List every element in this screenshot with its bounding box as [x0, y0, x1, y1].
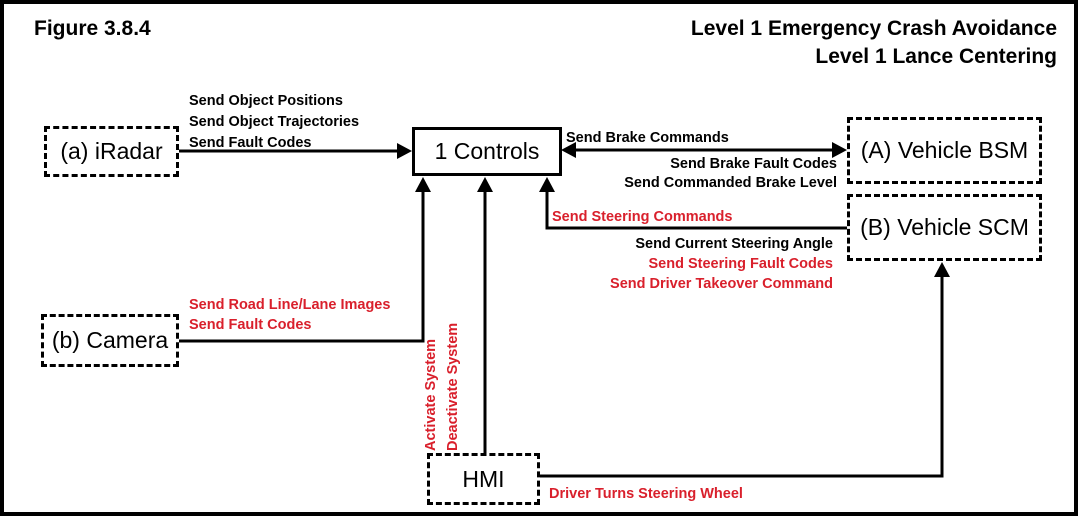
diagram-title-line1: Level 1 Emergency Crash Avoidance [690, 17, 1057, 40]
flow-label-send-commanded-brake-level: Send Commanded Brake Level [624, 175, 837, 191]
diagram-title: Level 1 Emergency Crash Avoidance Level … [691, 15, 1057, 71]
node-vehicle-scm: (B) Vehicle SCM [847, 194, 1042, 261]
diagram-title-line2: Level 1 Lance Centering [815, 45, 1057, 68]
arrow-controls-bsm [561, 142, 847, 158]
flow-label-send-fault-codes-radar: Send Fault Codes [189, 135, 312, 151]
arrow-hmi-to-controls [477, 177, 493, 453]
flow-label-send-steering-commands: Send Steering Commands [552, 209, 733, 225]
node-camera: (b) Camera [41, 314, 179, 367]
flow-label-send-object-trajectories: Send Object Trajectories [189, 114, 360, 130]
node-iradar-label: (a) iRadar [60, 138, 163, 164]
flow-label-send-brake-fault-codes: Send Brake Fault Codes [670, 156, 837, 172]
node-vehicle-scm-label: (B) Vehicle SCM [860, 214, 1029, 240]
node-controls-label: 1 Controls [434, 138, 540, 164]
node-vehicle-bsm-label: (A) Vehicle BSM [860, 137, 1029, 163]
node-hmi: HMI [427, 453, 540, 505]
flow-label-send-driver-takeover-command: Send Driver Takeover Command [610, 276, 833, 292]
flow-label-deactivate-system: Deactivate System [445, 322, 461, 451]
flow-label-driver-turns-steering-wheel: Driver Turns Steering Wheel [549, 486, 743, 502]
arrow-hmi-to-scm [540, 262, 950, 478]
arrow-camera-to-controls [179, 177, 431, 343]
flow-label-send-road-line-lane-images: Send Road Line/Lane Images [189, 297, 391, 313]
flow-label-activate-system: Activate System [423, 338, 439, 451]
node-camera-label: (b) Camera [51, 327, 169, 353]
flow-label-send-fault-codes-camera: Send Fault Codes [189, 317, 312, 333]
figure-label: Figure 3.8.4 [34, 17, 151, 40]
node-vehicle-bsm: (A) Vehicle BSM [847, 117, 1042, 184]
flow-label-send-brake-commands: Send Brake Commands [566, 130, 729, 146]
node-iradar: (a) iRadar [44, 126, 179, 177]
arrow-scm-to-controls [539, 177, 847, 230]
flow-label-send-current-steering-angle: Send Current Steering Angle [635, 236, 833, 252]
flow-label-send-object-positions: Send Object Positions [189, 93, 343, 109]
node-controls: 1 Controls [412, 127, 562, 176]
node-hmi-label: HMI [462, 465, 505, 492]
flow-label-send-steering-fault-codes: Send Steering Fault Codes [648, 256, 834, 272]
connector-layer [179, 142, 950, 478]
arrow-iradar-to-controls [179, 143, 412, 159]
